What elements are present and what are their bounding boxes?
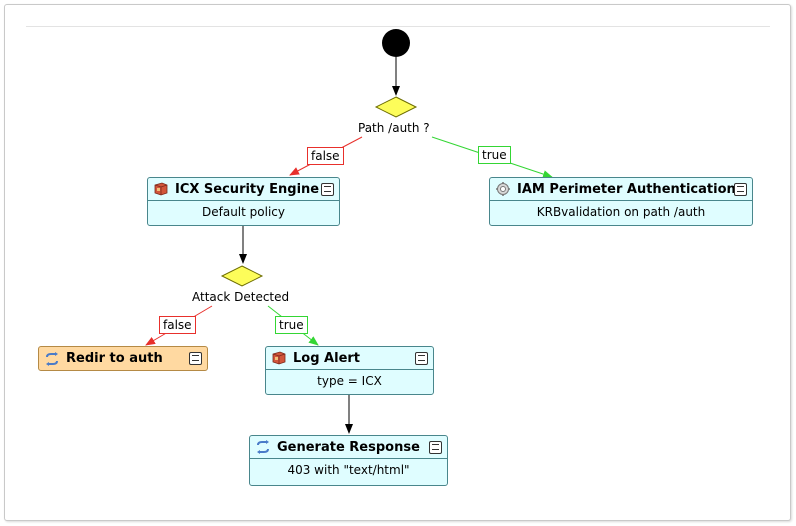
- canvas-divider: [26, 26, 770, 27]
- node-description: type = ICX: [317, 374, 382, 388]
- redirect-arrow-icon: [257, 440, 269, 454]
- edge-label-true-1: true: [478, 146, 511, 164]
- node-title: ICX Security Engine: [175, 181, 320, 197]
- node-iam-perimeter-authentication[interactable]: IAM Perimeter Authentication KRBvalidati…: [489, 177, 753, 226]
- edge-label-false-2: false: [159, 316, 196, 334]
- decision-label-attack: Attack Detected: [192, 290, 290, 304]
- node-log-alert[interactable]: Log Alert type = ICX: [265, 346, 434, 395]
- node-header: ICX Security Engine: [148, 178, 339, 201]
- node-description: 403 with "text/html": [287, 463, 410, 477]
- collapse-button[interactable]: [189, 352, 202, 365]
- node-header: Generate Response: [250, 436, 447, 459]
- node-title: Log Alert: [293, 350, 361, 366]
- node-header: Log Alert: [266, 347, 433, 370]
- edge-label-false-1: false: [307, 147, 344, 165]
- edge-label-true-2: true: [275, 316, 308, 334]
- decision-diamond-attack[interactable]: [220, 265, 264, 287]
- node-redir-to-auth[interactable]: Redir to auth: [38, 346, 208, 371]
- redirect-arrow-icon: [46, 351, 58, 366]
- filter-box-icon: [154, 182, 168, 196]
- node-icx-security-engine[interactable]: ICX Security Engine Default policy: [147, 177, 340, 226]
- node-title: Redir to auth: [66, 351, 163, 366]
- collapse-button[interactable]: [321, 183, 334, 196]
- node-generate-response[interactable]: Generate Response 403 with "text/html": [249, 435, 448, 486]
- node-title: Generate Response: [277, 439, 420, 455]
- collapse-button[interactable]: [734, 183, 747, 196]
- node-description: KRBvalidation on path /auth: [536, 205, 706, 219]
- node-header: Redir to auth: [39, 347, 207, 370]
- gear-icon: [496, 182, 510, 196]
- start-node[interactable]: [382, 29, 410, 57]
- decision-label-path-auth: Path /auth ?: [358, 121, 430, 135]
- decision-diamond-path-auth[interactable]: [374, 96, 418, 118]
- node-title: IAM Perimeter Authentication: [517, 181, 736, 197]
- node-description: Default policy: [202, 205, 285, 219]
- collapse-button[interactable]: [429, 441, 442, 454]
- filter-box-icon: [272, 351, 286, 365]
- collapse-button[interactable]: [415, 352, 428, 365]
- node-header: IAM Perimeter Authentication: [490, 178, 752, 201]
